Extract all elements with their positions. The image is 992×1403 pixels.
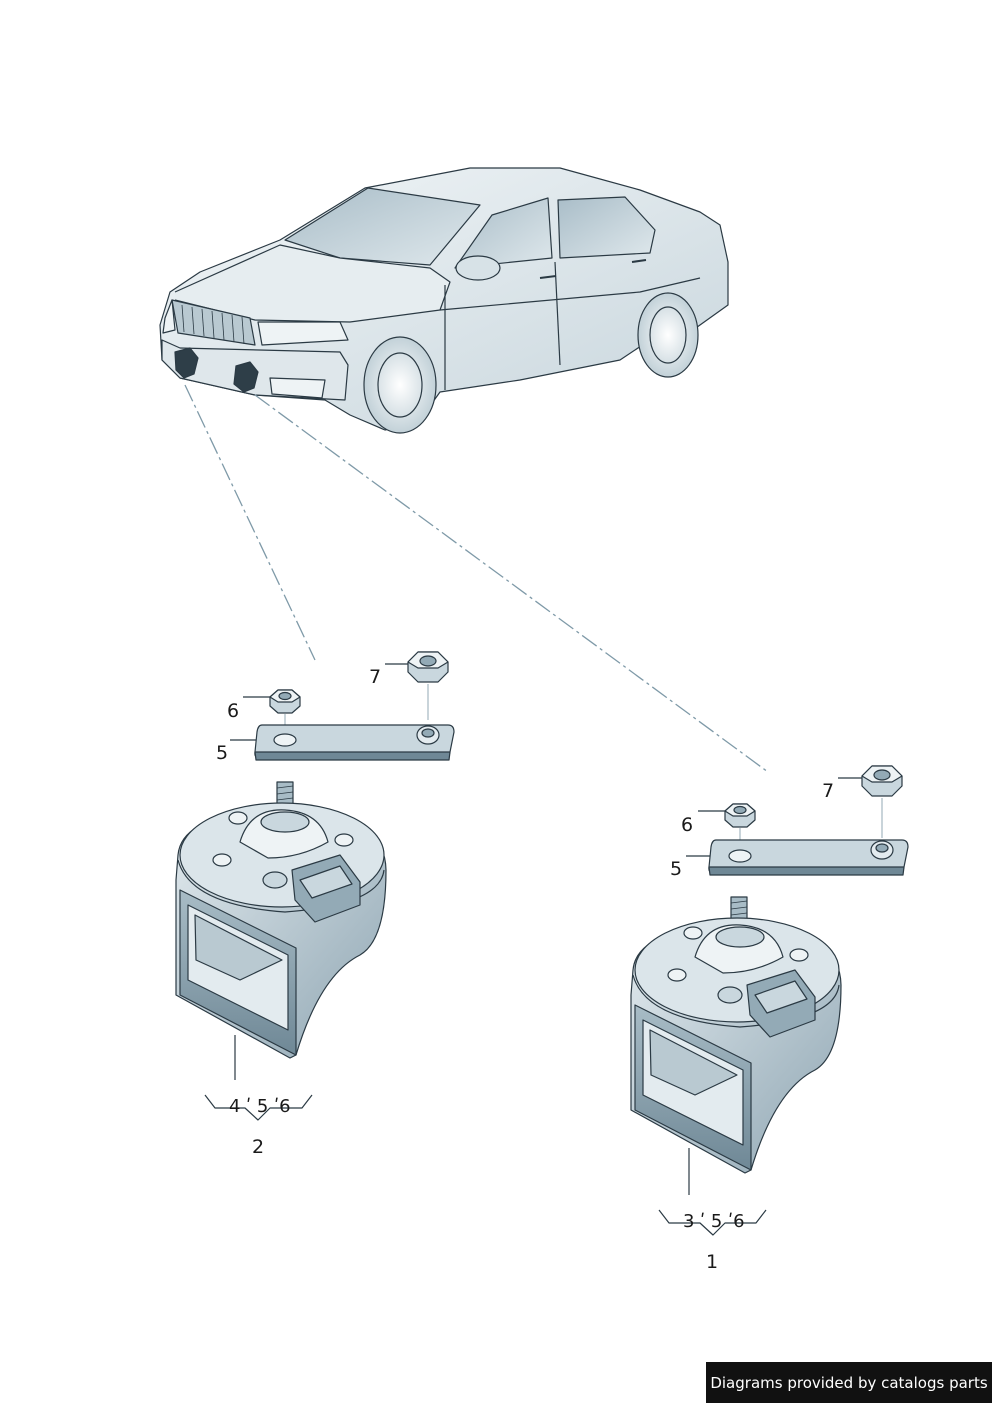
callout-right-nut-small: 6 bbox=[681, 814, 694, 836]
car-rear-wheel bbox=[637, 292, 699, 378]
car-front-window bbox=[454, 197, 553, 269]
bracket-right bbox=[708, 839, 909, 876]
leader-lines bbox=[184, 384, 769, 773]
right-horn-assembly bbox=[630, 765, 909, 1236]
nut-small-left bbox=[269, 689, 301, 714]
car-mirror bbox=[455, 255, 501, 281]
car-rear-window bbox=[557, 196, 656, 259]
callout-left-refs: 4 ʹ 5 ʹ6 bbox=[229, 1096, 291, 1117]
left-horn-assembly bbox=[175, 651, 455, 1121]
callout-left-item: 2 bbox=[252, 1136, 265, 1158]
callout-right-refs: 3 ʹ 5 ʹ6 bbox=[683, 1211, 745, 1232]
horn-location-left bbox=[174, 347, 199, 379]
credit-banner: Diagrams provided by catalogs parts bbox=[706, 1362, 992, 1403]
callout-right-nut-large: 7 bbox=[822, 780, 835, 802]
car-illustration bbox=[159, 167, 729, 434]
car-headlight bbox=[257, 321, 349, 346]
nut-small-right bbox=[724, 803, 756, 828]
nut-large-left bbox=[407, 651, 449, 683]
car-grille bbox=[171, 299, 256, 346]
callout-left-nut-large: 7 bbox=[369, 666, 382, 688]
callout-right-item: 1 bbox=[706, 1251, 719, 1273]
bracket-left bbox=[254, 724, 455, 761]
horn-location-right bbox=[233, 361, 259, 393]
car-windshield bbox=[284, 187, 481, 266]
nut-large-right bbox=[861, 765, 903, 797]
callout-left-bracket: 5 bbox=[216, 742, 229, 764]
callout-right-bracket: 5 bbox=[670, 858, 683, 880]
callout-left-nut-small: 6 bbox=[227, 700, 240, 722]
car-front-wheel bbox=[363, 336, 437, 434]
